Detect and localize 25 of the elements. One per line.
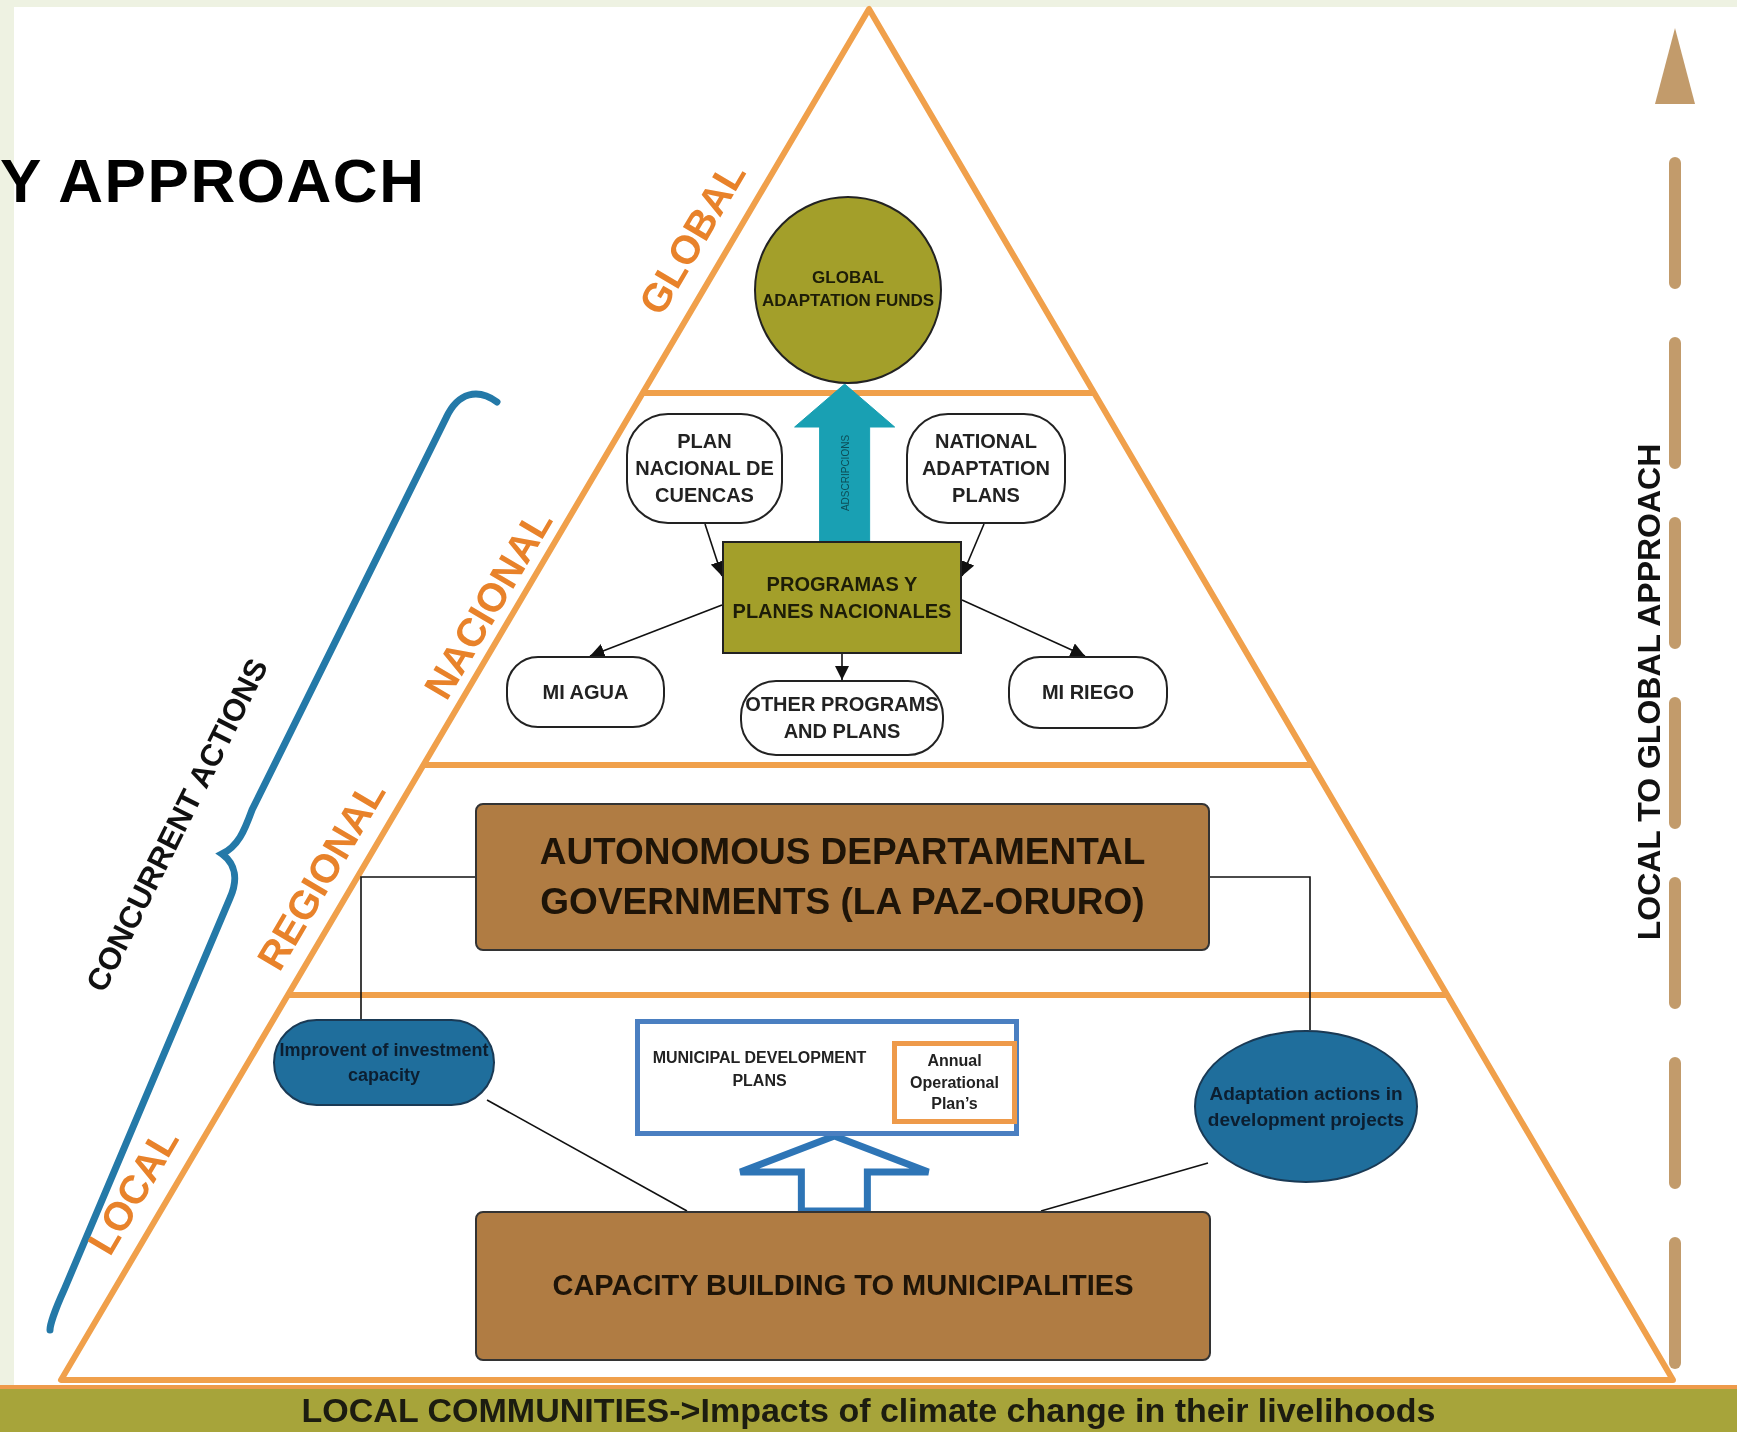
title: Y APPROACH bbox=[0, 150, 426, 212]
arrow bbox=[961, 599, 1086, 657]
node-text: MUNICIPAL DEVELOPMENT PLANS bbox=[652, 1048, 867, 1092]
arrow bbox=[589, 604, 723, 658]
program-bubble: MI RIEGO bbox=[1008, 656, 1168, 729]
capacity-box: CAPACITY BUILDING TO MUNICIPALITIES bbox=[475, 1211, 1211, 1361]
connector-line bbox=[1040, 1162, 1209, 1212]
arrow bbox=[834, 653, 850, 681]
connector-line bbox=[360, 876, 476, 1020]
program-bubble: OTHER PROGRAMS AND PLANS bbox=[740, 680, 944, 756]
community-bar: LOCAL COMMUNITIES->Impacts of climate change in their livelihoods bbox=[0, 1385, 1737, 1432]
plan-bubble: NATIONAL ADAPTATION PLANS bbox=[906, 413, 1066, 524]
plan-box: Annual Operational Plan’s bbox=[892, 1041, 1017, 1124]
action-circle: Adaptation actions in development projects bbox=[1194, 1030, 1418, 1183]
program-box: PROGRAMAS Y PLANES NACIONALES bbox=[722, 541, 962, 654]
axis-label: LOCAL TO GLOBAL APPROACH bbox=[1633, 443, 1665, 941]
plan-bubble: PLAN NACIONAL DE CUENCAS bbox=[626, 413, 783, 524]
block-arrow bbox=[794, 383, 896, 542]
arrow bbox=[961, 523, 985, 577]
connector-line bbox=[1209, 876, 1311, 1031]
plan-box bbox=[635, 1019, 1019, 1136]
edge-label: ADSCRIPCIONS bbox=[838, 434, 852, 511]
action-pill: Improvent of investment capacity bbox=[273, 1019, 495, 1106]
connector-line bbox=[486, 1099, 688, 1212]
government-box: AUTONOMOUS DEPARTAMENTAL GOVERNMENTS (LA PAZ-ORURO) bbox=[475, 803, 1210, 951]
